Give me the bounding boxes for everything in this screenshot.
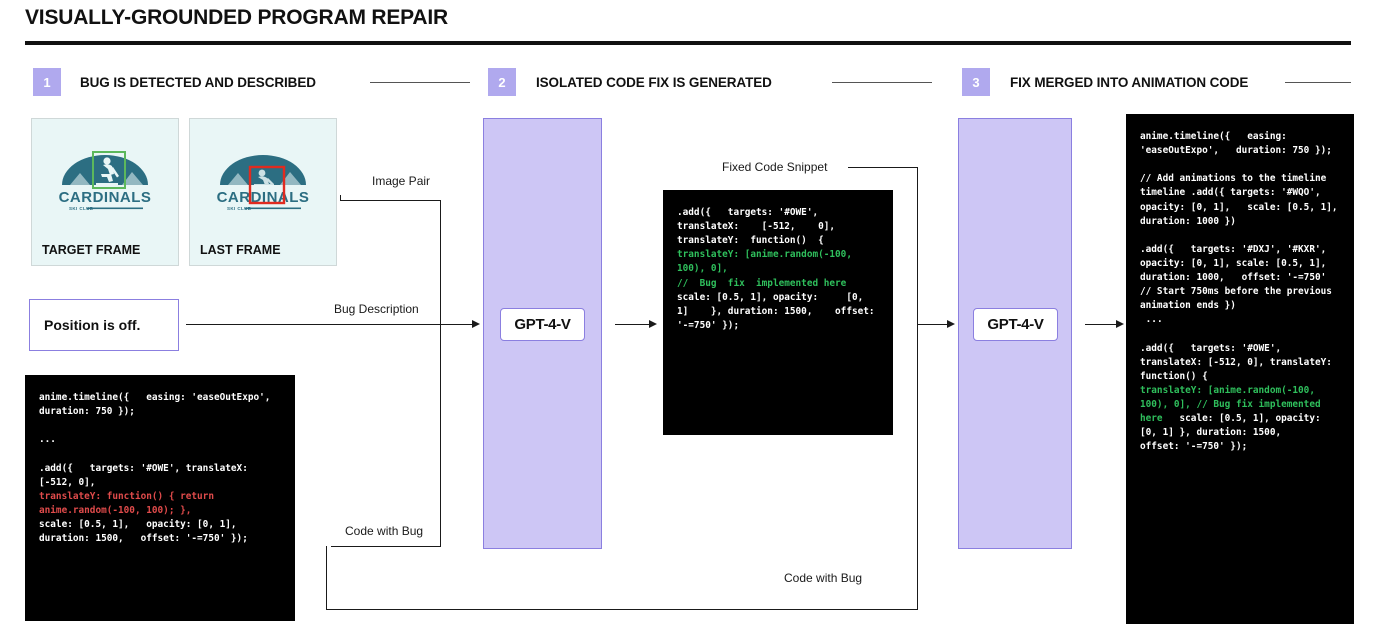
last-frame-card: CARDINALS SKI CLUB LAST FRAME (189, 118, 337, 266)
fixed-snippet-connector-h (848, 167, 918, 169)
code-block-merged: anime.timeline({ easing: 'easeOutExpo', … (1126, 114, 1354, 624)
last-frame-caption: LAST FRAME (200, 243, 281, 257)
step-badge-2: 2 (488, 68, 516, 96)
arrow-model1-to-fix-head (649, 320, 657, 328)
svg-text:CARDINALS: CARDINALS (59, 189, 152, 206)
svg-text:CARDINALS: CARDINALS (217, 189, 310, 206)
arrow-model2-to-merged-head (1116, 320, 1124, 328)
model-chip-gpt4v-2[interactable]: GPT-4-V (973, 308, 1058, 341)
code-segment-plain: anime.timeline({ easing: 'easeOutExpo', … (39, 392, 271, 488)
connector-label-code-with-bug: Code with Bug (341, 524, 428, 538)
image-pair-connector-h (340, 200, 441, 202)
step-badge-1: 1 (33, 68, 61, 96)
code-segment-plain-2: scale: [0.5, 1], opacity: [0, 1], durati… (39, 518, 254, 545)
code-segment-plain-2: scale: [0.5, 1], opacity: [0, 1] }, dura… (677, 277, 886, 331)
step-badge-3: 3 (962, 68, 990, 96)
image-pair-connector-stub (340, 195, 342, 200)
bottom-code-connector-v-left (326, 546, 328, 610)
connector-label-code-with-bug-bottom: Code with Bug (780, 571, 867, 585)
code-block-with-bug: anime.timeline({ easing: 'easeOutExpo', … (25, 375, 295, 621)
code-segment-plain: anime.timeline({ easing: 'easeOutExpo', … (1140, 131, 1338, 382)
arrow-to-model-1-head (472, 320, 480, 328)
code-block-fixed-snippet: .add({ targets: '#OWE', translateX: [-51… (663, 190, 893, 435)
bug-description-connector (186, 324, 442, 326)
bottom-code-connector-v-right (917, 324, 919, 610)
bug-description-box: Position is off. (29, 299, 179, 351)
target-frame-card: CARDINALS SKI CLUB TARGET FRAME (31, 118, 179, 266)
step-label-3: FIX MERGED INTO ANIMATION CODE (1010, 75, 1249, 90)
image-pair-connector-v (440, 200, 442, 325)
connector-label-image-pair: Image Pair (368, 174, 435, 188)
arrow-to-model-2-head (947, 320, 955, 328)
code-segment-fix: translateY: [anime.random(-100, 100), 0]… (677, 249, 852, 289)
code-segment-plain-2: scale: [0.5, 1], opacity: [0, 1] }, dura… (1140, 413, 1327, 453)
target-frame-caption: TARGET FRAME (42, 243, 141, 257)
svg-text:SKI CLUB: SKI CLUB (69, 206, 94, 211)
code-segment-bug: translateY: function() { return anime.ra… (39, 490, 214, 516)
arrow-model2-to-merged-line (1085, 324, 1118, 326)
code-segment-fix: translateY: [anime.random(-100, 100), 0]… (1140, 384, 1327, 425)
cardinals-ski-club-logo-buggy: CARDINALS SKI CLUB (217, 155, 310, 211)
svg-text:SKI CLUB: SKI CLUB (227, 206, 252, 211)
step-label-2: ISOLATED CODE FIX IS GENERATED (536, 75, 772, 90)
step-label-1: BUG IS DETECTED AND DESCRIBED (80, 75, 316, 90)
title-divider (25, 41, 1351, 45)
fixed-snippet-connector-v (917, 167, 919, 325)
connector-label-fixed-snippet: Fixed Code Snippet (718, 160, 832, 174)
code-with-bug-connector-v (440, 324, 442, 546)
step-rule-1 (370, 82, 470, 83)
cardinals-ski-club-logo: CARDINALS SKI CLUB (59, 151, 152, 211)
model-chip-gpt4v-1[interactable]: GPT-4-V (500, 308, 585, 341)
page-title: VISUALLY-GROUNDED PROGRAM REPAIR (25, 6, 448, 29)
connector-label-bug-description: Bug Description (330, 302, 423, 316)
code-segment-plain: .add({ targets: '#OWE', translateX: [-51… (677, 207, 836, 247)
bottom-code-connector-h (326, 609, 918, 611)
arrow-to-model-1-line (440, 324, 474, 326)
step-rule-3 (1285, 82, 1351, 83)
code-with-bug-connector-h (331, 546, 441, 548)
arrow-model1-to-fix-line (615, 324, 651, 326)
step-rule-2 (832, 82, 932, 83)
arrow-to-model-2-line (917, 324, 950, 326)
